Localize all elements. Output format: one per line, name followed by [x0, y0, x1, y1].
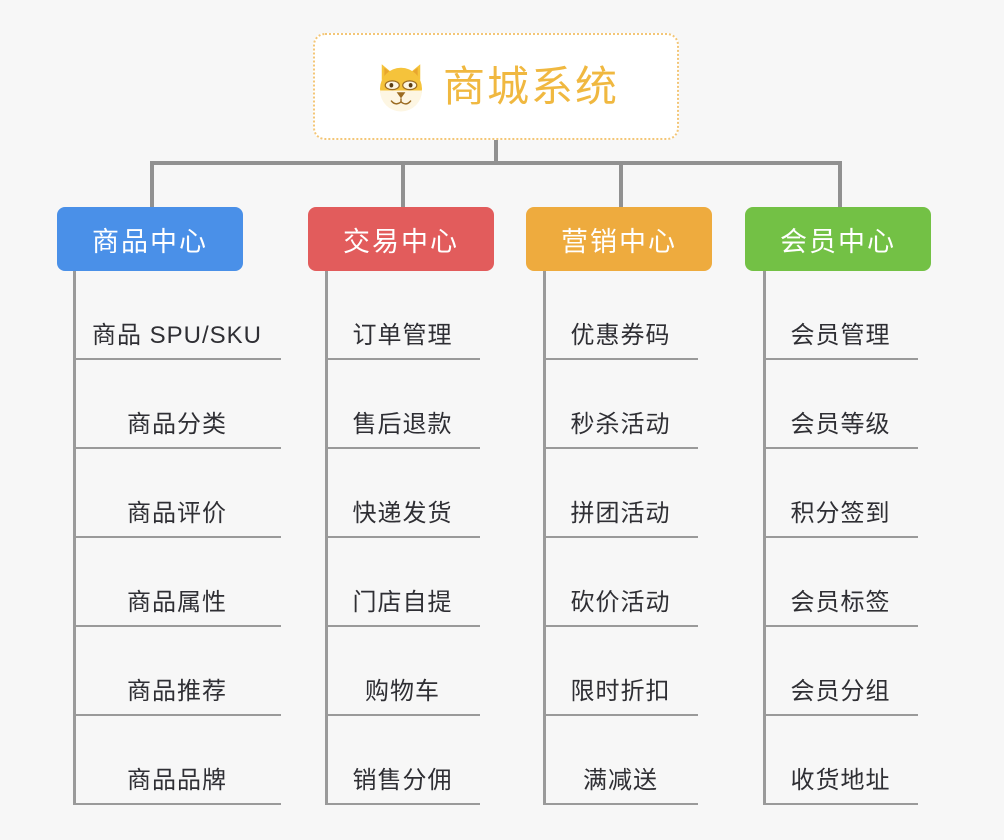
leaf-item-label: 商品品牌: [127, 767, 227, 794]
leaf-item-label: 满减送: [583, 767, 658, 794]
leaf-item-label: 快递发货: [352, 500, 453, 527]
leaf-item[interactable]: 拼团活动: [543, 449, 698, 538]
leaf-item-label: 秒杀活动: [570, 411, 671, 438]
leaf-item[interactable]: 售后退款: [325, 360, 480, 449]
leaf-item[interactable]: 会员标签: [763, 538, 918, 627]
leaf-item-label: 商品属性: [127, 589, 227, 616]
leaf-item[interactable]: 收货地址: [763, 716, 918, 805]
category-label-4: 会员中心: [780, 226, 896, 257]
leaf-item[interactable]: 商品评价: [73, 449, 281, 538]
leaf-item-label: 收货地址: [790, 767, 891, 794]
category-box-2[interactable]: 交易中心: [308, 207, 494, 271]
leaf-item-label: 限时折扣: [570, 678, 671, 705]
leaf-item[interactable]: 门店自提: [325, 538, 480, 627]
leaf-item[interactable]: 商品 SPU/SKU: [73, 271, 281, 360]
branch-trunk-2: [325, 271, 328, 805]
leaf-item[interactable]: 商品属性: [73, 538, 281, 627]
category-label-1: 商品中心: [92, 226, 208, 257]
root-title: 商城系统: [442, 62, 619, 110]
leaf-item[interactable]: 商品品牌: [73, 716, 281, 805]
leaf-item[interactable]: 会员分组: [763, 627, 918, 716]
leaf-item[interactable]: 会员等级: [763, 360, 918, 449]
branch-trunk-4: [763, 271, 766, 805]
leaf-item[interactable]: 积分签到: [763, 449, 918, 538]
category-label-2: 交易中心: [343, 226, 459, 257]
category-box-3[interactable]: 营销中心: [526, 207, 712, 271]
connector-drop-3: [619, 161, 623, 207]
leaf-item-label: 会员等级: [790, 411, 891, 438]
leaf-item-label: 砍价活动: [570, 589, 671, 616]
leaf-item-label: 会员分组: [790, 678, 891, 705]
branch-trunk-3: [543, 271, 546, 805]
leaf-item[interactable]: 砍价活动: [543, 538, 698, 627]
leaf-item-label: 会员管理: [790, 322, 891, 349]
leaf-item-label: 拼团活动: [570, 500, 671, 527]
leaf-item[interactable]: 商品分类: [73, 360, 281, 449]
shiba-dog-face-icon: [373, 59, 429, 115]
branch-trunk-1: [73, 271, 76, 805]
leaf-item-label: 门店自提: [352, 589, 453, 616]
leaf-item[interactable]: 销售分佣: [325, 716, 480, 805]
leaf-item-label: 积分签到: [790, 500, 891, 527]
category-box-4[interactable]: 会员中心: [745, 207, 931, 271]
leaf-item-label: 商品 SPU/SKU: [91, 322, 263, 349]
leaf-item[interactable]: 会员管理: [763, 271, 918, 360]
root-node[interactable]: 商城系统: [313, 33, 679, 140]
leaf-item[interactable]: 优惠券码: [543, 271, 698, 360]
leaf-item-label: 购物车: [365, 678, 440, 705]
connector-drop-4: [838, 161, 842, 207]
leaf-item-label: 优惠券码: [570, 322, 671, 349]
leaf-item[interactable]: 满减送: [543, 716, 698, 805]
leaf-item[interactable]: 秒杀活动: [543, 360, 698, 449]
leaf-item-label: 商品分类: [127, 411, 227, 438]
leaf-item-label: 商品评价: [127, 500, 227, 527]
leaf-item-label: 订单管理: [352, 322, 453, 349]
leaf-item[interactable]: 快递发货: [325, 449, 480, 538]
leaf-item-label: 会员标签: [790, 589, 891, 616]
leaf-item-label: 销售分佣: [352, 767, 453, 794]
leaf-item-label: 售后退款: [352, 411, 453, 438]
connector-distribution-bar: [150, 161, 842, 165]
category-label-3: 营销中心: [561, 226, 677, 257]
leaf-item[interactable]: 购物车: [325, 627, 480, 716]
leaf-item[interactable]: 限时折扣: [543, 627, 698, 716]
connector-root-stem: [494, 140, 498, 164]
leaf-item[interactable]: 商品推荐: [73, 627, 281, 716]
leaf-item[interactable]: 订单管理: [325, 271, 480, 360]
connector-drop-1: [150, 161, 154, 207]
category-box-1[interactable]: 商品中心: [57, 207, 243, 271]
connector-drop-2: [401, 161, 405, 207]
leaf-item-label: 商品推荐: [127, 678, 227, 705]
